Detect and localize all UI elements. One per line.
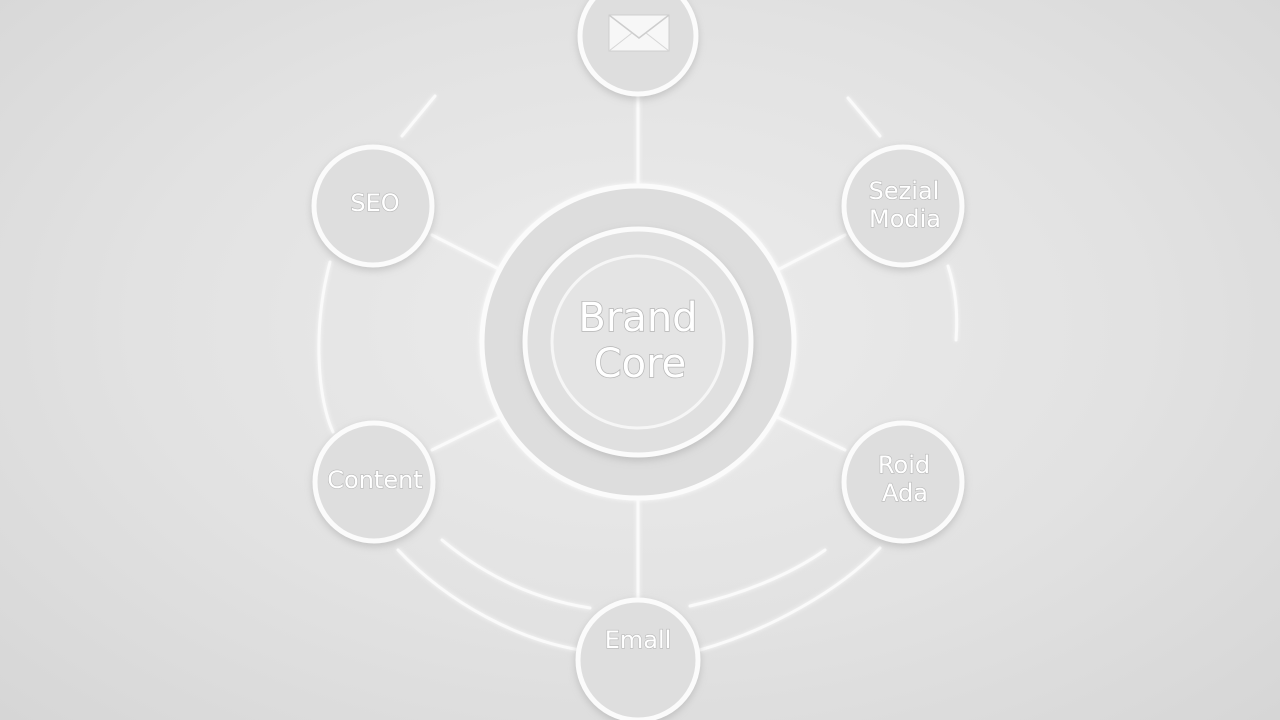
arc-bottom-left: [396, 548, 582, 652]
core-label-line2: Core: [594, 341, 687, 387]
node-content[interactable]: Content: [312, 420, 436, 544]
node-social-label-line1: Sezial: [869, 177, 940, 205]
node-seo[interactable]: SEO: [311, 144, 435, 268]
node-email-circle: [575, 597, 701, 720]
node-social-media[interactable]: Sezial Modia: [841, 144, 965, 268]
node-paid-circle: [841, 420, 965, 544]
core-label-line1: Brand: [578, 295, 697, 341]
node-social-label-line2: Modia: [869, 205, 941, 233]
node-seo-label: SEO: [350, 189, 399, 217]
node-top[interactable]: [577, 0, 699, 97]
node-content-circle: [312, 420, 436, 544]
node-email-label: Emall: [605, 626, 672, 654]
arc-inner-bottom-left: [440, 538, 592, 610]
envelope-icon: [608, 14, 670, 52]
arc-right: [946, 264, 959, 342]
node-content-label: Content: [327, 466, 422, 494]
core: Brand Core: [479, 183, 797, 501]
tick-top-left: [400, 94, 437, 138]
node-seo-circle: [311, 144, 435, 268]
node-paid-label-line2: Ada: [882, 479, 928, 507]
arc-left: [317, 260, 335, 434]
outer-arcs: [317, 94, 959, 652]
node-paid-ads[interactable]: Roid Ada: [841, 420, 965, 544]
tick-top-right: [846, 96, 882, 138]
arc-bottom-right: [698, 546, 882, 652]
node-email[interactable]: Emall: [575, 597, 701, 720]
core-inner-ring: [550, 254, 726, 430]
node-social-circle: [841, 144, 965, 268]
arc-inner-bottom-right: [688, 548, 827, 608]
node-paid-label-line1: Roid: [878, 451, 930, 479]
